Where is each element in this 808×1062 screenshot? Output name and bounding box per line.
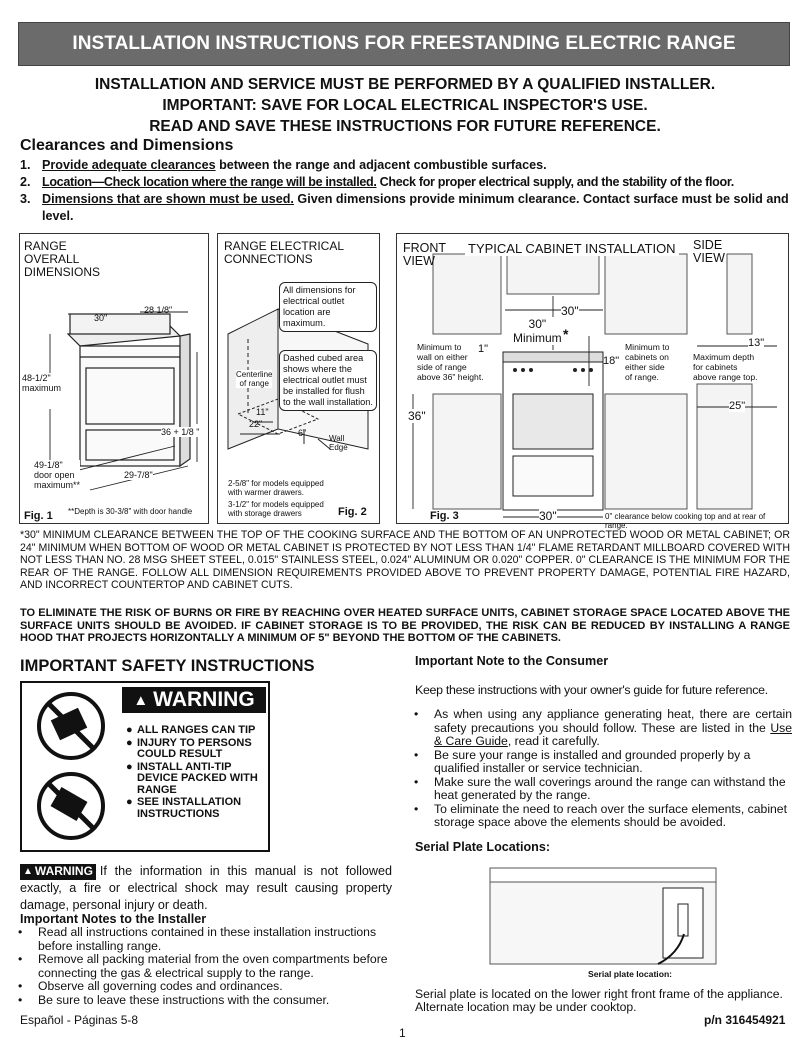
installer-item: •Observe all governing codes and ordinan… [18,979,283,993]
headline-2: IMPORTANT: SAVE FOR LOCAL ELECTRICAL INS… [162,97,648,114]
page-banner: INSTALLATION INSTRUCTIONS FOR FREESTANDI… [18,22,790,66]
fig1-title: RANGE OVERALL DIMENSIONS [24,239,101,279]
clearance-note: *30" MINIMUM CLEARANCE BETWEEN THE TOP O… [20,529,790,592]
consumer-item: •Make sure the wall coverings around the… [414,774,786,802]
fig3-left-note: Minimum to wall on either side of range … [417,342,484,382]
fig3-dim-13: 13" [748,337,765,349]
installer-list: •Read all instructions contained in thes… [14,925,394,1007]
fig1-dim-cooktop-height: 36 + 1/8 " [161,427,200,437]
serial-text: Serial plate is located on the lower rig… [415,987,783,1014]
warning-triangle-icon: ▲ [23,866,33,878]
figure-3: FRONT VIEW TYPICAL CABINET INSTALLATION … [396,233,789,530]
fig2-wall-edge: Wall Edge [329,434,348,452]
fig3-front-view: FRONT VIEW [403,241,447,268]
fig1-dim-depth: 28 1/8" [144,305,173,315]
fig3-asterisk: * [563,326,569,342]
footer-language: Español - Páginas 5-8 [20,1013,139,1027]
fig1-dim-height: 48-1/2" maximum [22,373,62,393]
consumer-list: •As when using any appliance generating … [410,707,792,830]
warning-item: ●ALL RANGES CAN TIP [126,724,256,736]
installer-title: Important Notes to the Installer [20,912,207,926]
figure-2: RANGE ELECTRICAL CONNECTIONS All dimensi… [217,233,380,524]
fig3-footnote: 0" clearance below cooking top and at re… [605,512,766,530]
footer-page-number: 1 [399,1026,406,1040]
fig2-dim-22: 22" [249,419,263,429]
fig1-label: Fig. 1 [24,510,53,522]
figure-1: RANGE OVERALL DIMENSIONS 30" 28 1/8" 48-… [19,233,209,524]
serial-title: Serial Plate Locations: [415,840,551,854]
fig3-dim-1: 1" [478,343,489,355]
fig1-dim-door-open: 49-1/8" door open maximum** [34,460,81,490]
fig1-dim-depth2: 29-7/8" [124,470,153,480]
cabinet-installation-drawing [412,253,777,518]
fig2-note-warmer: 2-5/8" for models equipped with warmer d… [228,479,324,497]
consumer-item: •Be sure your range is installed and gro… [414,747,751,775]
fig3-dim-36: 36" [408,409,426,423]
fig1-footnote: **Depth is 30-3/8" with door handle [68,507,193,516]
headline-3: READ AND SAVE THESE INSTRUCTIONS FOR FUT… [149,118,661,135]
installer-item: •Read all instructions contained in thes… [18,925,377,953]
fig3-max-depth-note: Maximum depth for cabinets above range t… [693,352,758,382]
clearances-title: Clearances and Dimensions [20,137,234,154]
risk-note: TO ELIMINATE THE RISK OF BURNS OR FIRE B… [20,607,790,644]
fig2-callout-outlet-area: Dashed cubed area shows where the electr… [279,350,377,411]
warning-box: ▲ WARNING ●ALL RANGES CAN TIP ●INJURY TO… [20,681,270,852]
serial-plate-drawing [489,867,717,965]
step-item: 1.Provide adequate clearances between th… [20,158,547,172]
tip-over-icon [37,692,105,840]
fig2-note-storage: 3-1/2" for models equipped with storage … [228,500,324,518]
consumer-title: Important Note to the Consumer [415,654,609,668]
headline-1: INSTALLATION AND SERVICE MUST BE PERFORM… [94,76,716,93]
headline-block: INSTALLATION AND SERVICE MUST BE PERFORM… [20,74,790,137]
fig3-dim-top-width: 30" [561,304,579,318]
consumer-item: •As when using any appliance generating … [414,707,792,748]
warning-item: ●SEE INSTALLATION INSTRUCTIONS [126,796,242,820]
fig2-label: Fig. 2 [338,506,367,518]
warning-item: ●INJURY TO PERSONS COULD RESULT [126,736,252,760]
fig2-dim-11: 11" [256,407,269,417]
warning-triangle-icon: ▲ [133,691,149,709]
consumer-intro: Keep these instructions with your owner'… [415,683,768,697]
warning-badge: ▲WARNING [20,863,96,880]
warning-header: ▲ WARNING [122,687,266,713]
fig1-dim-width: 30" [94,313,108,323]
warning-items: ●ALL RANGES CAN TIP ●INJURY TO PERSONS C… [126,724,271,821]
step-item: 2.Location—Check location where the rang… [20,175,734,189]
installer-item: •Be sure to leave these instructions wit… [18,992,330,1007]
fig2-dim-6: 6" [298,428,307,438]
step-item: 3.Dimensions that are shown must be used… [20,192,789,223]
consumer-item: •To eliminate the need to reach over the… [414,801,787,829]
fig3-dim-bottom-width: 30" [539,509,557,523]
safety-title: IMPORTANT SAFETY INSTRUCTIONS [20,657,315,675]
clearance-steps: 1.Provide adequate clearances between th… [20,157,792,225]
footer-part-number: p/n 316454921 [704,1013,786,1027]
fig3-right-note: Minimum to cabinets on either side of ra… [625,342,670,382]
fig3-title: TYPICAL CABINET INSTALLATION [465,241,679,256]
fig3-label: Fig. 3 [430,510,459,522]
fig2-centerline: Centerline of range [236,370,273,388]
fig3-dim-25: 25" [729,400,746,412]
warning-item: ●INSTALL ANTI-TIP DEVICE PACKED WITH RAN… [126,760,258,796]
fig3-dim-min-clearance: 30" Minimum [513,317,562,345]
fig2-title: RANGE ELECTRICAL CONNECTIONS [224,239,345,266]
fig3-dim-18: 18" [603,355,620,367]
fig3-side-view: SIDE VIEW [693,238,725,265]
serial-label: Serial plate location: [588,969,673,979]
fig2-callout-dimensions: All dimensions for electrical outlet loc… [279,282,377,332]
installer-item: •Remove all packing material from the ov… [18,952,388,980]
